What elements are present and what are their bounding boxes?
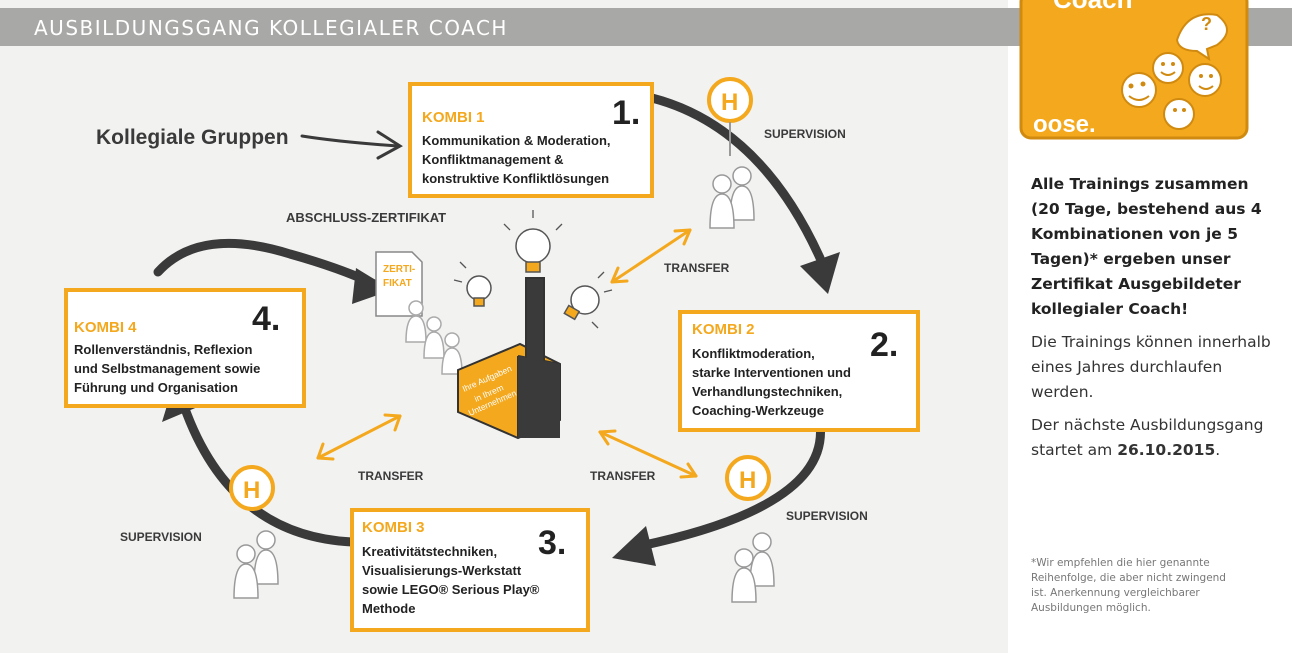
- kombi-2-card: KOMBI 2 2. Konfliktmoderation, starke In…: [678, 310, 920, 432]
- page-title: AUSBILDUNGSGANG KOLLEGIALER COACH: [34, 16, 508, 40]
- kombi-1-line-1: Kommunikation & Moderation,: [422, 133, 611, 148]
- certificate-doc-line-2: FIKAT: [383, 278, 412, 289]
- next-course-suffix: .: [1215, 441, 1221, 459]
- kombi-1-number: 1.: [612, 94, 640, 132]
- kombi-2-line-3: Verhandlungstechniken,: [692, 384, 842, 399]
- kombi-3-line-4: Methode: [362, 601, 415, 616]
- transfer-label-3: TRANSFER: [590, 469, 656, 483]
- kombi-3-number: 3.: [538, 524, 566, 562]
- kombi-1-line-3: konstruktive Konfliktlösungen: [422, 171, 609, 186]
- footnote: *Wir empfehlen die hier genannte Reihenf…: [1031, 557, 1226, 614]
- smiley-faces-icon: [1121, 13, 1228, 130]
- supervision-2-label: SUPERVISION: [786, 509, 868, 523]
- kombi-3-line-3: sowie LEGO® Serious Play®: [362, 582, 540, 597]
- transfer-label-1: TRANSFER: [664, 261, 730, 275]
- kombi-2-title: KOMBI 2: [692, 321, 755, 338]
- kombi-4-line-1: Rollenverständnis, Reflexion: [74, 342, 252, 357]
- kombi-2-number: 2.: [870, 326, 898, 364]
- kombi-2-line-1: Konfliktmoderation,: [692, 346, 815, 361]
- participants-figures-icon: [405, 300, 463, 375]
- kombi-1-card: KOMBI 1 1. Kommunikation & Moderation, K…: [408, 82, 654, 198]
- lightbulb-ideas-icon: [466, 228, 600, 321]
- brand-logo-text: oose.: [1033, 111, 1096, 138]
- svg-text:?: ?: [1201, 14, 1212, 34]
- supervision-3-label: SUPERVISION: [120, 530, 202, 544]
- tasks-box-icon: Ihre Aufgaben in Ihrem Unternehmen: [457, 277, 561, 440]
- coach-badge: Coach ? oose.: [1019, 0, 1249, 140]
- kombi-2-line-4: Coaching-Werkzeuge: [692, 403, 824, 418]
- certificate-label: ABSCHLUSS-ZERTIFIKAT: [286, 210, 446, 225]
- supervision-1: H SUPERVISION: [707, 77, 846, 229]
- next-course-date: 26.10.2015: [1117, 441, 1216, 459]
- kombi-1-line-2: Konfliktmanagement &: [422, 152, 564, 167]
- supervision-3: H SUPERVISION: [120, 465, 279, 599]
- entry-label: Kollegiale Gruppen: [96, 126, 289, 149]
- kombi-3-line-1: Kreativitätstechniken,: [362, 544, 497, 559]
- supervision-2: H SUPERVISION: [725, 455, 868, 603]
- kombi-3-title: KOMBI 3: [362, 519, 425, 536]
- supervision-1-figures: [709, 166, 755, 229]
- kombi-4-title: KOMBI 4: [74, 319, 137, 336]
- badge-title: Coach: [1053, 0, 1132, 14]
- kombi-3-card: KOMBI 3 3. Kreativitätstechniken, Visual…: [350, 508, 590, 632]
- supervision-1-label: SUPERVISION: [764, 127, 846, 141]
- coaching-cycle-diagram: Kollegiale Gruppen ABSCHLUSS-ZERTIFIKAT …: [64, 77, 920, 632]
- next-course-prefix: Der nächste Ausbildungsgang startet am: [1031, 416, 1264, 459]
- certificate-document-icon: ZERTI- FIKAT: [375, 251, 423, 317]
- kombi-2-line-2: starke Interventionen und: [692, 365, 851, 380]
- certificate-doc-line-1: ZERTI-: [383, 264, 415, 275]
- kombi-4-number: 4.: [252, 300, 280, 338]
- lightbulb-rays: [453, 210, 613, 329]
- kombi-4-line-3: Führung und Organisation: [74, 380, 238, 395]
- sidebar-info: Alle Trainings zusammen (20 Tage, besteh…: [1031, 172, 1281, 471]
- kombi-3-line-2: Visualisierungs-Werkstatt: [362, 563, 522, 578]
- training-duration-note: Die Trainings können innerhalb eines Jah…: [1031, 333, 1271, 401]
- kombi-4-line-2: und Selbstmanagement sowie: [74, 361, 260, 376]
- supervision-3-letter: H: [243, 477, 260, 504]
- transfer-label-2: TRANSFER: [358, 469, 424, 483]
- kombi-1-title: KOMBI 1: [422, 109, 485, 126]
- supervision-2-letter: H: [739, 467, 756, 494]
- supervision-2-figures: [731, 532, 775, 603]
- supervision-3-figures: [233, 530, 279, 599]
- entry-arrow: [300, 130, 403, 160]
- transfer-arrows: [316, 228, 698, 479]
- kombi-4-card: KOMBI 4 4. Rollenverständnis, Reflexion …: [64, 288, 306, 408]
- supervision-1-letter: H: [721, 89, 738, 116]
- training-summary: Alle Trainings zusammen (20 Tage, besteh…: [1031, 175, 1262, 318]
- next-course-note: Der nächste Ausbildungsgang startet am 2…: [1031, 413, 1281, 463]
